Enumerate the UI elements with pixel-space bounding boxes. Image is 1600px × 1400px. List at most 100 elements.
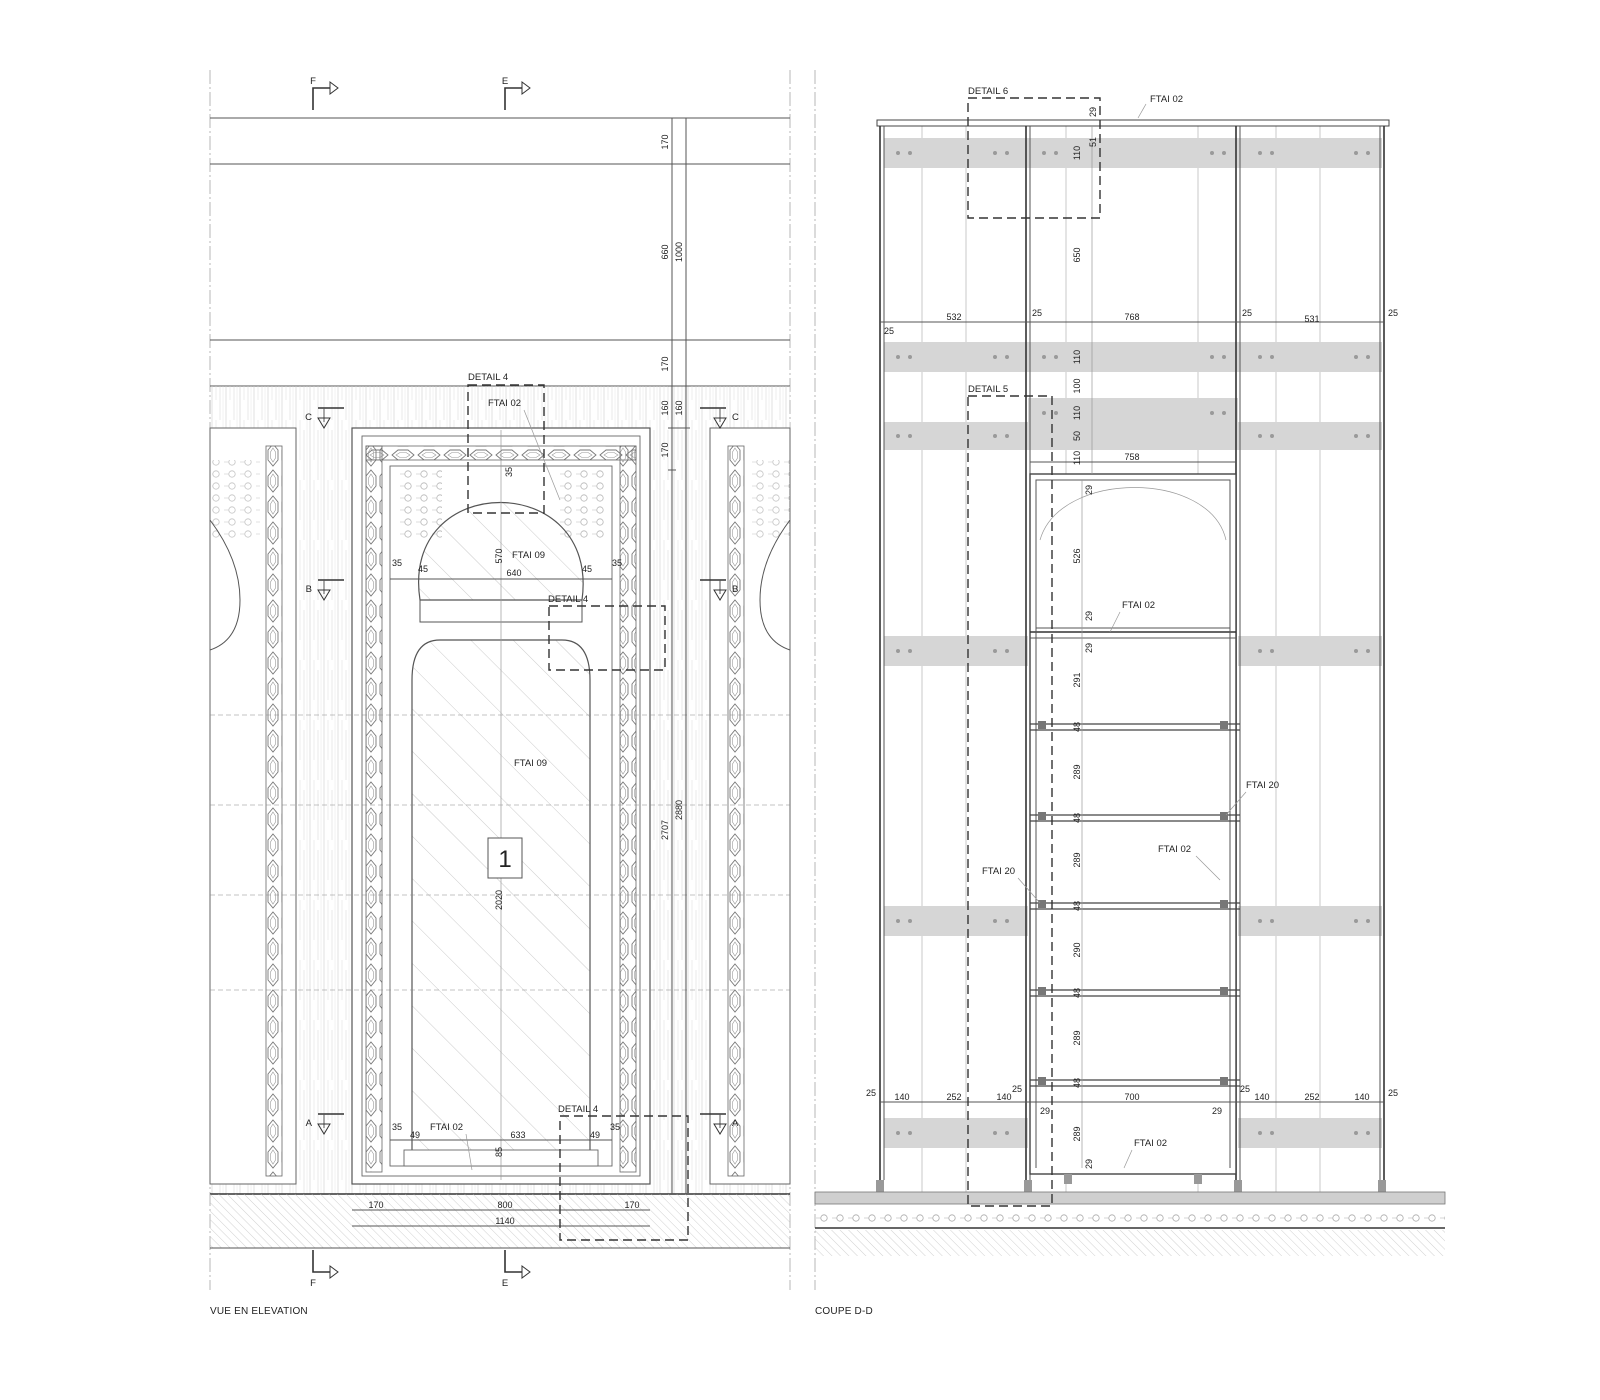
svg-text:48: 48	[1072, 813, 1082, 823]
svg-text:A: A	[732, 1118, 739, 1129]
svg-text:29: 29	[1084, 1159, 1094, 1169]
svg-text:E: E	[502, 76, 508, 87]
svg-text:25: 25	[1012, 1084, 1022, 1094]
detail-label: DETAIL 4	[548, 594, 588, 605]
svg-text:29: 29	[1084, 485, 1094, 495]
detail-label: DETAIL 6	[968, 86, 1008, 97]
svg-text:45: 45	[418, 564, 428, 574]
svg-text:800: 800	[497, 1200, 512, 1210]
svg-text:29: 29	[1212, 1106, 1222, 1116]
svg-text:289: 289	[1072, 1126, 1082, 1141]
svg-text:29: 29	[1084, 611, 1094, 621]
svg-text:25: 25	[1032, 308, 1042, 318]
svg-text:700: 700	[1124, 1092, 1139, 1102]
section-mark-c-right: C	[700, 407, 739, 429]
section-mark-f-bottom: F	[310, 1250, 339, 1289]
svg-text:29: 29	[1040, 1106, 1050, 1116]
elevation-view: 1 F E F E C C B	[209, 70, 791, 1317]
svg-text:531: 531	[1304, 314, 1319, 324]
svg-text:110: 110	[1072, 146, 1082, 160]
svg-text:48: 48	[1072, 722, 1082, 732]
material-label: FTAI 02	[1122, 600, 1155, 611]
svg-text:140: 140	[894, 1092, 909, 1102]
detail-label: DETAIL 4	[558, 1104, 598, 1115]
section-mark-b-right: B	[700, 579, 738, 601]
svg-text:170: 170	[368, 1200, 383, 1210]
svg-text:290: 290	[1072, 942, 1082, 957]
svg-text:50: 50	[1072, 431, 1082, 441]
svg-text:35: 35	[392, 1122, 402, 1132]
material-label: FTAI 02	[1158, 844, 1191, 855]
svg-text:160: 160	[674, 400, 684, 415]
svg-text:758: 758	[1124, 452, 1139, 462]
svg-text:B: B	[306, 584, 312, 595]
svg-text:F: F	[310, 1278, 316, 1289]
svg-text:25: 25	[1388, 1088, 1398, 1098]
svg-text:570: 570	[494, 548, 504, 563]
svg-text:2707: 2707	[660, 820, 670, 840]
section-mark-c-left: C	[305, 407, 344, 429]
svg-text:1140: 1140	[495, 1216, 514, 1226]
svg-text:E: E	[502, 1278, 508, 1289]
elevation-caption: VUE EN ELEVATION	[210, 1306, 308, 1317]
svg-text:110: 110	[1072, 406, 1082, 420]
section-view: DETAIL 6 DETAIL 5 FTAI 02 FTAI 02 FTAI 2…	[814, 70, 1446, 1317]
svg-text:49: 49	[410, 1130, 420, 1140]
section-mark-b-left: B	[306, 579, 344, 601]
svg-text:100: 100	[1072, 378, 1082, 393]
svg-text:289: 289	[1072, 764, 1082, 779]
svg-text:48: 48	[1072, 1078, 1082, 1088]
material-label: FTAI 02	[430, 1122, 463, 1133]
svg-text:35: 35	[610, 1122, 620, 1132]
svg-text:650: 650	[1072, 247, 1082, 262]
material-label: FTAI 02	[488, 398, 521, 409]
svg-text:768: 768	[1124, 312, 1139, 322]
svg-text:252: 252	[946, 1092, 961, 1102]
svg-text:45: 45	[582, 564, 592, 574]
svg-text:532: 532	[946, 312, 961, 322]
svg-text:1000: 1000	[674, 242, 684, 262]
svg-text:526: 526	[1072, 548, 1082, 563]
svg-text:B: B	[732, 584, 738, 595]
svg-text:25: 25	[1240, 1084, 1250, 1094]
svg-text:660: 660	[660, 244, 670, 259]
svg-text:48: 48	[1072, 988, 1082, 998]
svg-text:170: 170	[660, 134, 670, 149]
svg-text:48: 48	[1072, 901, 1082, 911]
section-mark-a-right: A	[700, 1113, 739, 1135]
detail-label: DETAIL 4	[468, 372, 508, 383]
svg-text:A: A	[306, 1118, 313, 1129]
panel-number: 1	[498, 846, 511, 873]
svg-text:140: 140	[1354, 1092, 1369, 1102]
section-caption: COUPE D-D	[815, 1306, 873, 1317]
svg-text:85: 85	[494, 1147, 504, 1157]
svg-text:2880: 2880	[674, 800, 684, 820]
svg-text:291: 291	[1072, 672, 1082, 687]
svg-text:29: 29	[1088, 107, 1098, 117]
material-label: FTAI 20	[1246, 780, 1279, 791]
svg-text:140: 140	[996, 1092, 1011, 1102]
svg-text:35: 35	[392, 558, 402, 568]
svg-text:633: 633	[510, 1130, 525, 1140]
svg-text:640: 640	[506, 568, 521, 578]
svg-text:25: 25	[866, 1088, 876, 1098]
svg-text:35: 35	[612, 558, 622, 568]
material-label: FTAI 20	[982, 866, 1015, 877]
svg-text:29: 29	[1084, 643, 1094, 653]
detail-label: DETAIL 5	[968, 384, 1008, 395]
svg-text:170: 170	[660, 356, 670, 371]
svg-text:25: 25	[1388, 308, 1398, 318]
material-label: FTAI 09	[514, 758, 547, 769]
svg-text:140: 140	[1254, 1092, 1269, 1102]
svg-text:252: 252	[1304, 1092, 1319, 1102]
svg-text:2020: 2020	[494, 890, 504, 910]
svg-text:289: 289	[1072, 852, 1082, 867]
section-mark-f-top: F	[310, 76, 339, 110]
material-label: FTAI 02	[1134, 1138, 1167, 1149]
svg-text:25: 25	[884, 326, 894, 336]
svg-text:110: 110	[1072, 350, 1082, 364]
svg-text:35: 35	[504, 467, 514, 477]
section-mark-e-bottom: E	[502, 1250, 531, 1289]
svg-text:25: 25	[1242, 308, 1252, 318]
